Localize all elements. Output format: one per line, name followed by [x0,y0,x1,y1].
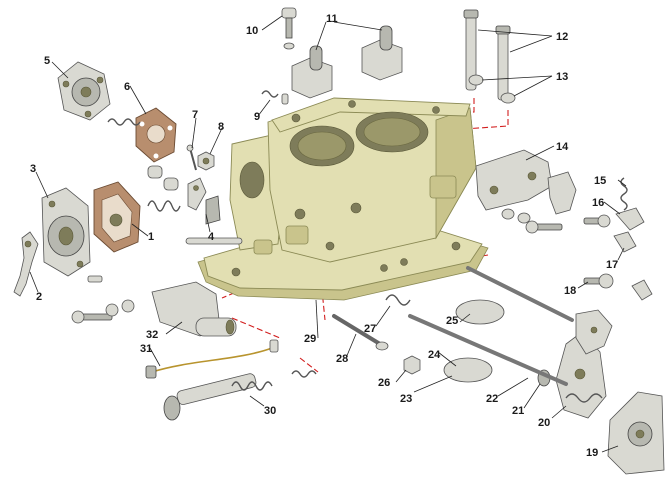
part-18-bolt [583,273,614,289]
part-25-throttle-plate [455,299,505,325]
callout-1: 1 [148,231,154,243]
callout-29: 29 [304,333,316,345]
part-11-diffusers [291,25,403,99]
part-21-lever [575,309,613,355]
part-7-screw [186,144,197,171]
callout-27: 27 [364,323,376,335]
callout-9: 9 [254,111,260,123]
callout-11: 11 [326,13,338,25]
part-17-clips [613,231,653,301]
part-26-nut [403,355,421,375]
clamp [547,171,577,215]
bolt [525,220,563,234]
callout-24: 24 [428,349,441,361]
callout-26: 26 [378,377,390,389]
callout-20: 20 [538,417,550,429]
callout-5: 5 [44,55,50,67]
callout-32: 32 [146,329,158,341]
callout-6: 6 [124,81,130,93]
callout-30: 30 [264,405,276,417]
part-24-throttle-plate [443,357,493,383]
bushing-2 [163,177,179,191]
carburetor-body [197,97,489,301]
part-19-cover-plate [607,391,665,475]
part-31-wire [145,339,279,379]
part-4-bracket [187,177,221,225]
part-12-emulsion-tubes [463,9,511,101]
callout-23: 23 [400,393,412,405]
part-14-bracket-plate [475,149,553,211]
callout-12: 12 [556,31,568,43]
callout-3: 3 [30,163,36,175]
part-27-spring [385,294,411,306]
callout-18: 18 [564,285,576,297]
callout-14: 14 [556,141,569,153]
part-13-main-jets [468,74,516,104]
part-30-mixture-screw [163,370,317,421]
bolt-2 [583,214,611,228]
part-3-pump-housing [41,187,91,277]
callout-22: 22 [486,393,498,405]
callout-15: 15 [594,175,606,187]
callout-16: 16 [592,197,604,209]
callout-28: 28 [336,353,348,365]
callout-4: 4 [208,231,215,243]
bolt-left [71,310,113,324]
callout-labels: 1 2 3 4 5 6 7 8 9 10 11 12 13 14 15 16 1… [30,13,618,459]
callout-25: 25 [446,315,458,327]
part-15-spring [620,177,628,211]
part-2-lever [13,231,39,297]
callout-31: 31 [140,343,152,355]
diaphragm-spring [107,118,141,126]
pin-left [87,275,103,283]
part-32-solenoid-body [151,281,237,337]
part-16-clip [615,207,645,231]
return-spring [147,200,181,212]
part-5-cover [57,61,111,121]
washer-left [105,303,119,317]
washer [501,208,515,220]
callout-19: 19 [586,447,598,459]
callout-10: 10 [246,25,258,37]
callout-8: 8 [218,121,224,133]
callout-2: 2 [36,291,42,303]
part-6-gasket [135,107,177,163]
part-8-nut [197,151,215,171]
throttle-shaft-secondary [466,266,574,322]
washer-2 [517,212,531,224]
part-28-idle-screw [332,314,389,351]
callout-7: 7 [192,109,198,121]
callout-21: 21 [512,405,524,417]
part-1-diaphragm-gasket [93,181,141,253]
washer-left-2 [121,299,135,313]
throttle-shaft-primary [408,314,568,386]
bushing [147,165,163,179]
callout-17: 17 [606,259,618,271]
callout-13: 13 [556,71,568,83]
shaft-left [185,237,243,245]
part-10-air-jet [281,7,297,50]
part-9-spring-clip [261,90,289,105]
leader-lines [29,15,627,453]
